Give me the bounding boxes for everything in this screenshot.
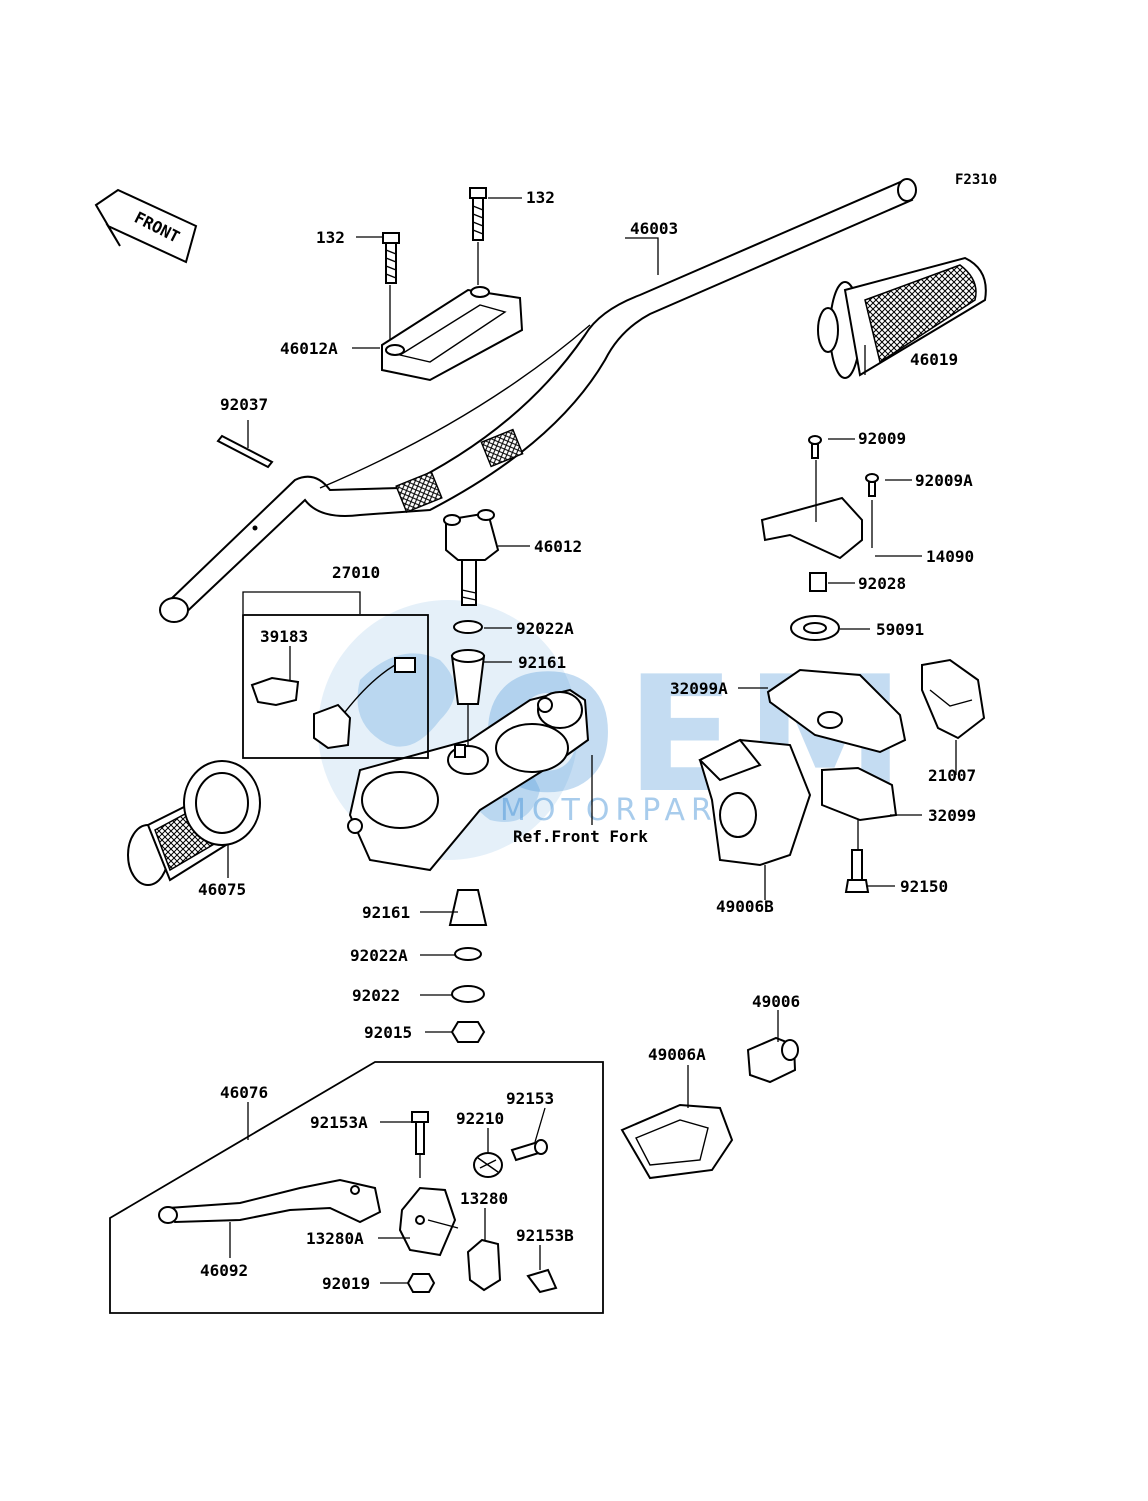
cover-49006A xyxy=(620,1103,734,1180)
front-arrow-icon xyxy=(94,188,198,264)
adjuster-92210 xyxy=(473,1152,503,1178)
callout-92153A: 92153A xyxy=(310,1113,368,1132)
callout-14090: 14090 xyxy=(926,547,974,566)
reference-note: Ref.Front Fork xyxy=(513,827,648,846)
throttle-case-lower xyxy=(821,766,898,893)
callout-132-left: 132 xyxy=(316,228,345,247)
callout-92009A: 92009A xyxy=(915,471,973,490)
callout-92009: 92009 xyxy=(858,429,906,448)
callout-46012: 46012 xyxy=(534,537,582,556)
callout-92161-top: 92161 xyxy=(518,653,566,672)
throttle-cover xyxy=(760,435,879,560)
throttle-grip xyxy=(817,256,987,379)
callout-92015: 92015 xyxy=(364,1023,412,1042)
washer-92022 xyxy=(451,985,485,1003)
callout-92210: 92210 xyxy=(456,1109,504,1128)
handlebar-knurl-right xyxy=(480,428,524,468)
bolt-132-left xyxy=(382,232,400,284)
callout-39183: 39183 xyxy=(260,627,308,646)
callout-92028: 92028 xyxy=(858,574,906,593)
bolt-92153A xyxy=(411,1111,429,1155)
washer-top xyxy=(453,620,483,634)
clutch-lever-46092 xyxy=(158,1178,382,1224)
clamp-13280 xyxy=(466,1238,502,1292)
switch-kit-box xyxy=(242,614,429,759)
callout-92019: 92019 xyxy=(322,1274,370,1293)
callout-46092: 46092 xyxy=(200,1261,248,1280)
adjuster-49006 xyxy=(746,1036,799,1084)
callout-27010: 27010 xyxy=(332,563,380,582)
cable-tie xyxy=(216,434,274,469)
callout-92153B: 92153B xyxy=(516,1226,574,1245)
callout-46019: 46019 xyxy=(910,350,958,369)
callout-49006B: 49006B xyxy=(716,897,774,916)
callout-92150: 92150 xyxy=(900,877,948,896)
callout-92022A-top: 92022A xyxy=(516,619,574,638)
callout-92022: 92022 xyxy=(352,986,400,1005)
callout-59091: 59091 xyxy=(876,620,924,639)
callout-92022A-bottom: 92022A xyxy=(350,946,408,965)
nut-92019 xyxy=(406,1273,436,1293)
callout-49006A: 49006A xyxy=(648,1045,706,1064)
washer-92022A xyxy=(454,947,482,961)
figure-code: F2310 xyxy=(955,172,997,188)
lever-kit-box xyxy=(109,1061,604,1314)
rubber-damper-bottom xyxy=(448,889,488,926)
handlebar xyxy=(159,178,917,623)
callout-132-right: 132 xyxy=(526,188,555,207)
nut-92015 xyxy=(450,1021,486,1043)
screw-92153 xyxy=(510,1139,548,1162)
front-direction-badge: FRONT xyxy=(94,188,198,264)
callout-46076: 46076 xyxy=(220,1083,268,1102)
callout-92161-bottom: 92161 xyxy=(362,903,410,922)
lower-holder xyxy=(443,509,500,606)
callout-32099A: 32099A xyxy=(670,679,728,698)
callout-labels: 132 132 46003 46012A 46019 92037 92009 9… xyxy=(198,188,976,1293)
throttle-case-upper xyxy=(766,668,907,754)
lever-holder-13280A xyxy=(398,1186,457,1257)
callout-46075: 46075 xyxy=(198,880,246,899)
callout-49006: 49006 xyxy=(752,992,800,1011)
pulley-59091 xyxy=(790,615,840,641)
collar-92028 xyxy=(809,572,827,592)
bolt-92153B xyxy=(526,1268,558,1294)
callout-46003: 46003 xyxy=(630,219,678,238)
callout-13280A: 13280A xyxy=(306,1229,364,1248)
top-triple-clamp xyxy=(347,688,590,872)
callout-46012A: 46012A xyxy=(280,339,338,358)
callout-92153: 92153 xyxy=(506,1089,554,1108)
left-grip xyxy=(127,760,261,886)
handlebar-end xyxy=(159,597,189,623)
callout-92037: 92037 xyxy=(220,395,268,414)
leader-lines xyxy=(227,197,957,1284)
callout-32099: 32099 xyxy=(928,806,976,825)
callout-13280: 13280 xyxy=(460,1189,508,1208)
callout-21007: 21007 xyxy=(928,766,976,785)
rubber-damper-top xyxy=(450,655,486,705)
handlebar-knurl-left xyxy=(395,470,443,514)
throttle-body-49006B xyxy=(698,738,812,867)
upper-clamp xyxy=(381,286,524,382)
throttle-pipe-21007 xyxy=(921,658,986,740)
bolt-132-right xyxy=(469,187,487,241)
